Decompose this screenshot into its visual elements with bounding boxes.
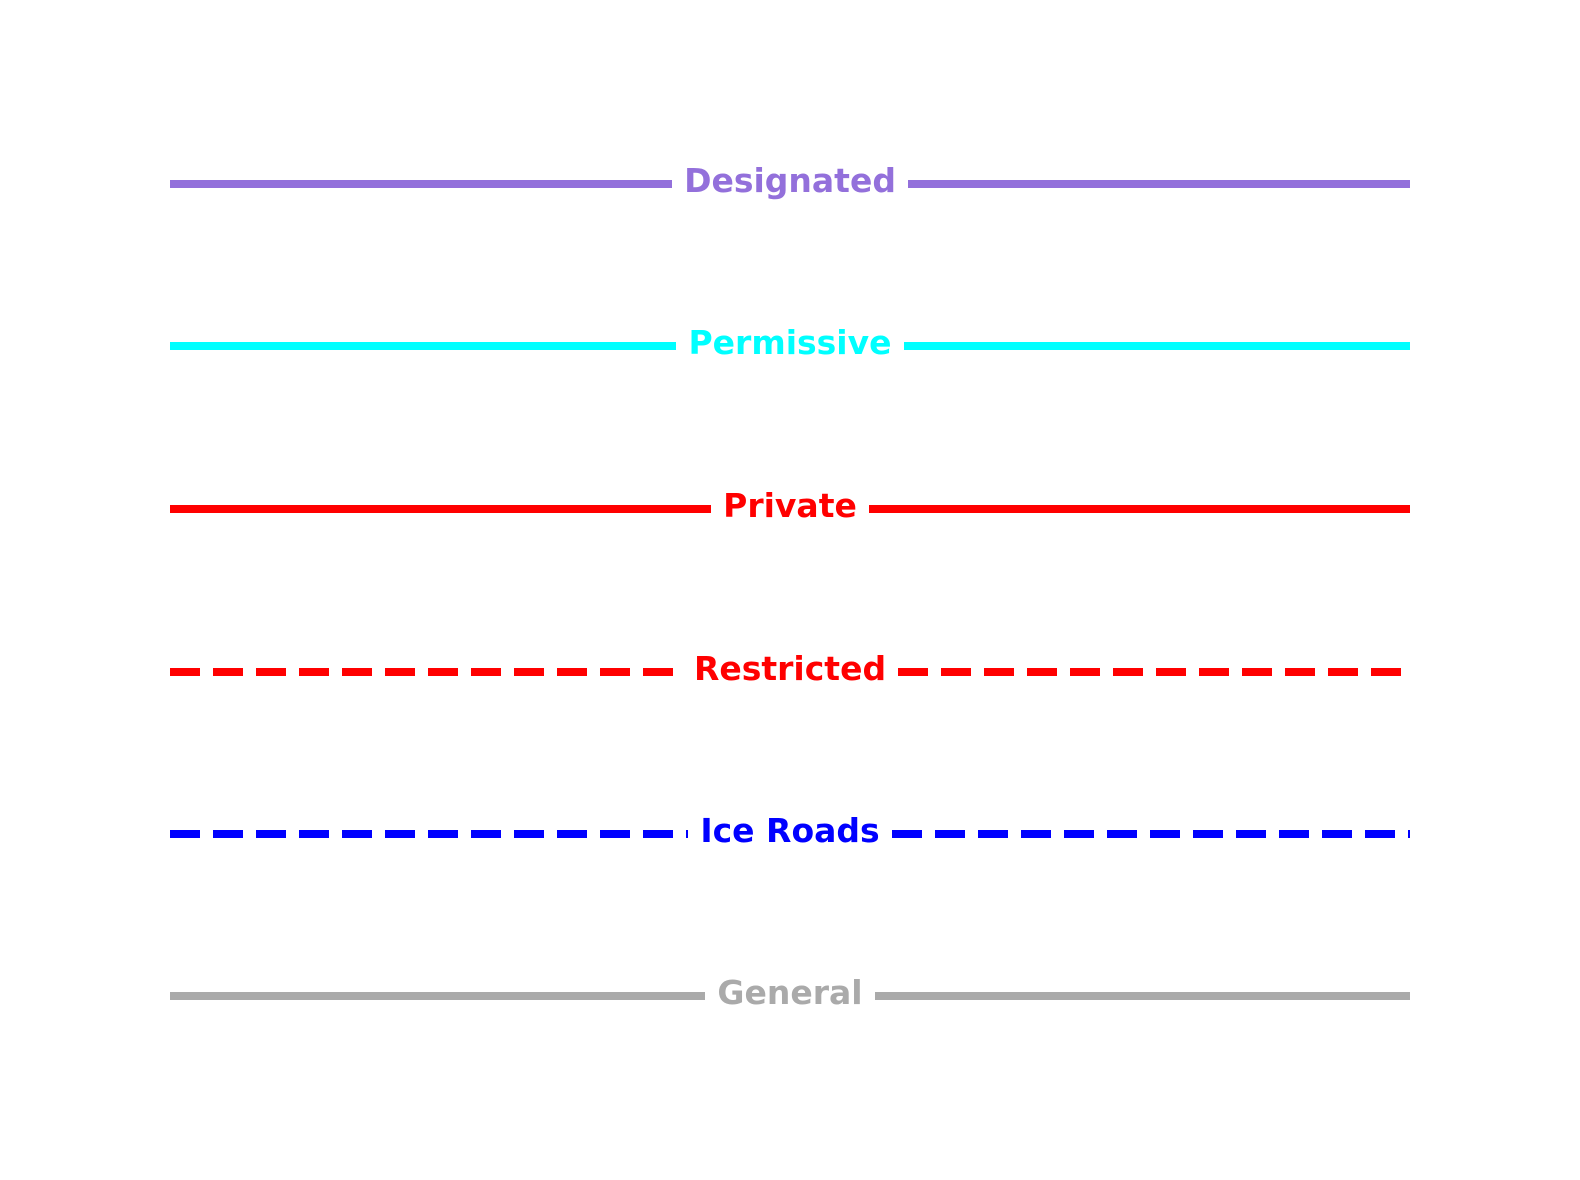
legend-label-permissive: Permissive xyxy=(688,322,892,362)
legend-label-designated: Designated xyxy=(684,160,896,200)
private-line-left xyxy=(170,505,712,513)
private-line-right xyxy=(868,505,1410,513)
restricted-line-left xyxy=(170,668,682,676)
designated-line-left xyxy=(170,180,673,188)
legend-item-permissive: Permissive xyxy=(170,316,1410,376)
designated-line-right xyxy=(907,180,1411,188)
ice-roads-line-left xyxy=(170,830,689,838)
permissive-line-left xyxy=(170,342,677,350)
general-line-left xyxy=(170,992,706,1000)
permissive-line-right xyxy=(903,342,1410,350)
general-line-right xyxy=(874,992,1411,1000)
legend-label-general: General xyxy=(717,972,863,1012)
legend-label-private: Private xyxy=(723,485,857,525)
ice-roads-line-right xyxy=(891,830,1411,838)
legend-item-private: Private xyxy=(170,479,1410,539)
restricted-line-right xyxy=(898,668,1411,676)
legend-label-ice-roads: Ice Roads xyxy=(700,810,880,850)
legend-item-ice-roads: Ice Roads xyxy=(170,804,1411,864)
legend-item-restricted: Restricted xyxy=(170,642,1411,702)
legend-item-general: General xyxy=(170,966,1411,1026)
legend-label-restricted: Restricted xyxy=(693,648,887,688)
legend-item-designated: Designated xyxy=(170,154,1411,214)
